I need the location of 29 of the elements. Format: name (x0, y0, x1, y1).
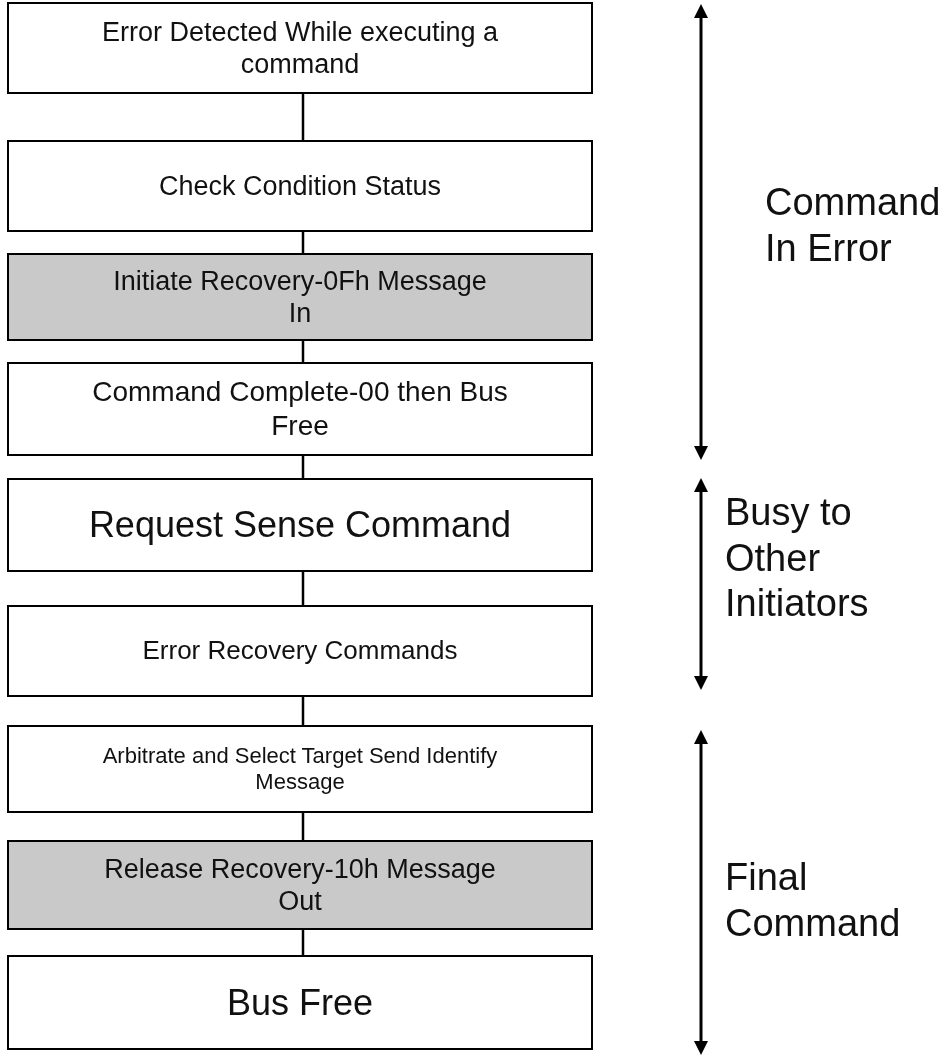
box-text: Arbitrate and Select Target Send Identify Message (101, 742, 499, 796)
connector-line (301, 697, 305, 725)
connector-line (301, 456, 305, 478)
process-box (7, 2, 593, 94)
box-text: Check Condition Status (158, 169, 442, 203)
process-box (7, 362, 593, 456)
connector-line (301, 341, 305, 362)
span-label: Command In Error (765, 180, 942, 271)
process-box (7, 140, 593, 232)
box-text: Error Recovery Commands (142, 635, 458, 667)
process-box (7, 605, 593, 697)
box-text: Request Sense Command (88, 503, 512, 547)
connector-line (301, 572, 305, 605)
process-box (7, 955, 593, 1050)
span-label: Busy to Other Initiators (725, 490, 870, 627)
span-label: Final Command (725, 855, 902, 946)
box-text: Bus Free (226, 980, 374, 1025)
connector-line (301, 813, 305, 840)
process-box (7, 478, 593, 572)
shaded-process-box (7, 840, 593, 930)
box-text: Release Recovery-10h Message Out (103, 852, 497, 918)
shaded-process-box (7, 253, 593, 341)
connector-line (301, 94, 305, 140)
box-text: Initiate Recovery-0Fh Message In (112, 264, 488, 330)
process-box (7, 725, 593, 813)
box-text: Command Complete-00 then Bus Free (91, 375, 509, 443)
connector-line (301, 232, 305, 253)
box-text: Error Detected While executing a command (100, 15, 500, 81)
connector-line (301, 930, 305, 955)
